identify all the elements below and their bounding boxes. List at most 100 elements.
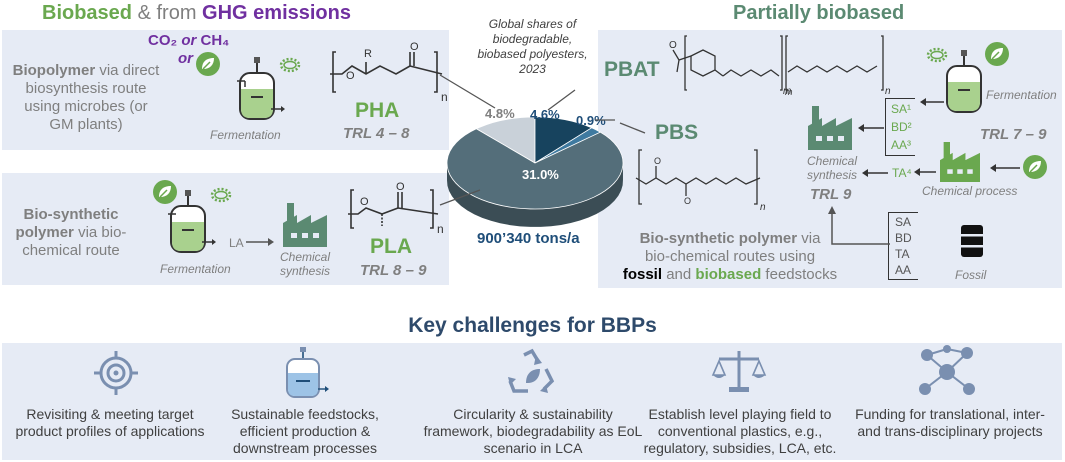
challenges-title: Key challenges for BBPs: [408, 314, 657, 337]
pbat-n-label: n: [885, 86, 891, 97]
factory-icon: [283, 203, 327, 247]
pie-label-pbat: 4.6%: [530, 107, 560, 122]
pie-chart: [446, 116, 624, 227]
target-icon: [94, 351, 138, 395]
svg-text:O: O: [360, 196, 369, 208]
fossil-aa: AA: [895, 263, 912, 277]
pha-trl: TRL 4 – 8: [343, 125, 410, 142]
challenges-panel: [2, 343, 1062, 460]
pha-label: PHA: [355, 99, 400, 122]
challenge-2-text: Sustainable feedstocks, efficient produc…: [231, 406, 379, 456]
right-desc-line2: bio-chemical routes using: [644, 248, 816, 265]
bioreactor-icon: [237, 57, 285, 120]
svg-text:O: O: [684, 196, 691, 206]
pbs-structure: O O: [635, 149, 761, 206]
leaf-icon: [196, 52, 220, 76]
biosynthetic-title: Bio-synthetic polymer: [15, 206, 119, 241]
oil-barrel-icon: [961, 225, 983, 257]
pbat-label: PBAT: [604, 58, 660, 81]
svg-text:O: O: [410, 41, 419, 53]
bioreactor-icon-3: [946, 50, 982, 113]
pha-n-label: n: [441, 90, 448, 104]
microbe-icon: [279, 57, 301, 73]
right-desc-feedstocks: feedstocks: [761, 266, 838, 283]
monomer-aa: AA³: [891, 138, 912, 152]
pie-label-pla: 31.0%: [522, 167, 559, 182]
bio-monomers-bracket: [885, 98, 915, 156]
fossil-ta: TA: [895, 247, 910, 261]
right-desc-fossil: fossil: [622, 266, 663, 283]
fermentation-label-2: Fermentation: [160, 262, 231, 276]
pla-structure: O O: [348, 181, 439, 229]
proc-arrow: [914, 168, 936, 176]
recycle-leaf-icon: [508, 348, 555, 393]
pla-label: PLA: [370, 235, 412, 258]
fossil-label: Fossil: [955, 268, 987, 282]
ch4-label: CH₄: [200, 32, 230, 49]
challenge-1-text: Revisiting & meeting target product prof…: [15, 406, 205, 439]
pie-label-pha: 4.8%: [485, 106, 515, 121]
la-arrow: [246, 238, 274, 246]
right-header: Partially biobased: [733, 2, 905, 24]
header-ghg: GHG emissions: [202, 2, 351, 24]
header-from: & from: [132, 2, 203, 24]
trl-chemical: TRL 9: [810, 186, 852, 203]
biosynthetic-description: Bio-synthetic polymer via bio-chemical r…: [12, 206, 130, 260]
chemical-synthesis-label-1: Chemical synthesis: [279, 250, 331, 278]
leaf-icon-4: [1023, 155, 1047, 179]
ta4-label: TA⁴: [892, 166, 912, 180]
co2-label: CO₂: [148, 32, 178, 49]
pha-r-label: R: [364, 48, 372, 60]
microbe-icon-2: [210, 187, 232, 203]
ferm-arrow: [920, 98, 944, 106]
bio-monomers: SA¹ BD² AA³: [891, 100, 912, 154]
pbs-label: PBS: [655, 121, 699, 144]
pie-slice-pla: [446, 128, 624, 210]
biosynthetic-text: via bio-chemical route: [22, 224, 127, 259]
pie-title: Global shares of biodegradable, biobased…: [477, 17, 588, 76]
svg-text:O: O: [346, 70, 355, 82]
pie-slice-pha: [475, 116, 536, 164]
or-label-1: or: [181, 32, 197, 49]
network-icon: [919, 345, 975, 395]
fossil-monomers-bracket: [888, 212, 918, 280]
monomer-bd: BD²: [891, 120, 912, 134]
pbat-m-label: m: [783, 86, 792, 97]
or-label-2: or: [178, 50, 193, 67]
leaf-icon-3: [985, 42, 1009, 66]
svg-text:O: O: [669, 40, 677, 51]
challenge-5-text: Funding for translational, inter- and tr…: [855, 406, 1045, 439]
leaf-icon-2: [153, 180, 177, 204]
monomer-sa: SA¹: [891, 102, 912, 116]
la-label: LA: [229, 236, 244, 250]
fermentation-label-1: Fermentation: [210, 128, 281, 142]
pbs-n-label: n: [760, 202, 766, 213]
svg-text:m: m: [785, 87, 793, 97]
pie-wall-pla: [447, 161, 623, 227]
fermentation-label-3: Fermentation: [986, 88, 1057, 102]
header-biobased: Biobased: [42, 2, 133, 24]
bioreactor-icon-2: [168, 190, 216, 253]
bioreactor-icon: [286, 347, 329, 398]
pla-trl: TRL 8 – 9: [360, 262, 427, 279]
left-header: Biobased & from GHG emissions: [42, 2, 351, 25]
pha-structure: O O: [330, 41, 443, 93]
trl-fermentation: TRL 7 – 9: [980, 126, 1047, 143]
pla-n-label: n: [437, 222, 444, 236]
factory-icon-2: [808, 106, 852, 150]
pbat-structure: O m: [669, 35, 884, 97]
biosynthetic-panel: [2, 173, 449, 285]
gas-labels: CO₂ or CH₄: [148, 32, 229, 49]
ta-arrow: [862, 169, 888, 177]
pie-total: 900’340 tons/a: [477, 230, 580, 247]
right-desc-line1: via: [797, 230, 821, 247]
svg-text:O: O: [654, 156, 661, 166]
fossil-arrow: [828, 206, 890, 245]
microbe-icon-3: [926, 47, 948, 63]
challenge-3-text: Circularity & sustainability framework, …: [423, 406, 643, 456]
right-description: Bio-synthetic polymer via bio-chemical r…: [602, 230, 858, 284]
svg-text:O: O: [396, 181, 405, 193]
right-desc-biobased: biobased: [695, 266, 762, 283]
biopolymer-title: Biopolymer: [12, 62, 96, 79]
